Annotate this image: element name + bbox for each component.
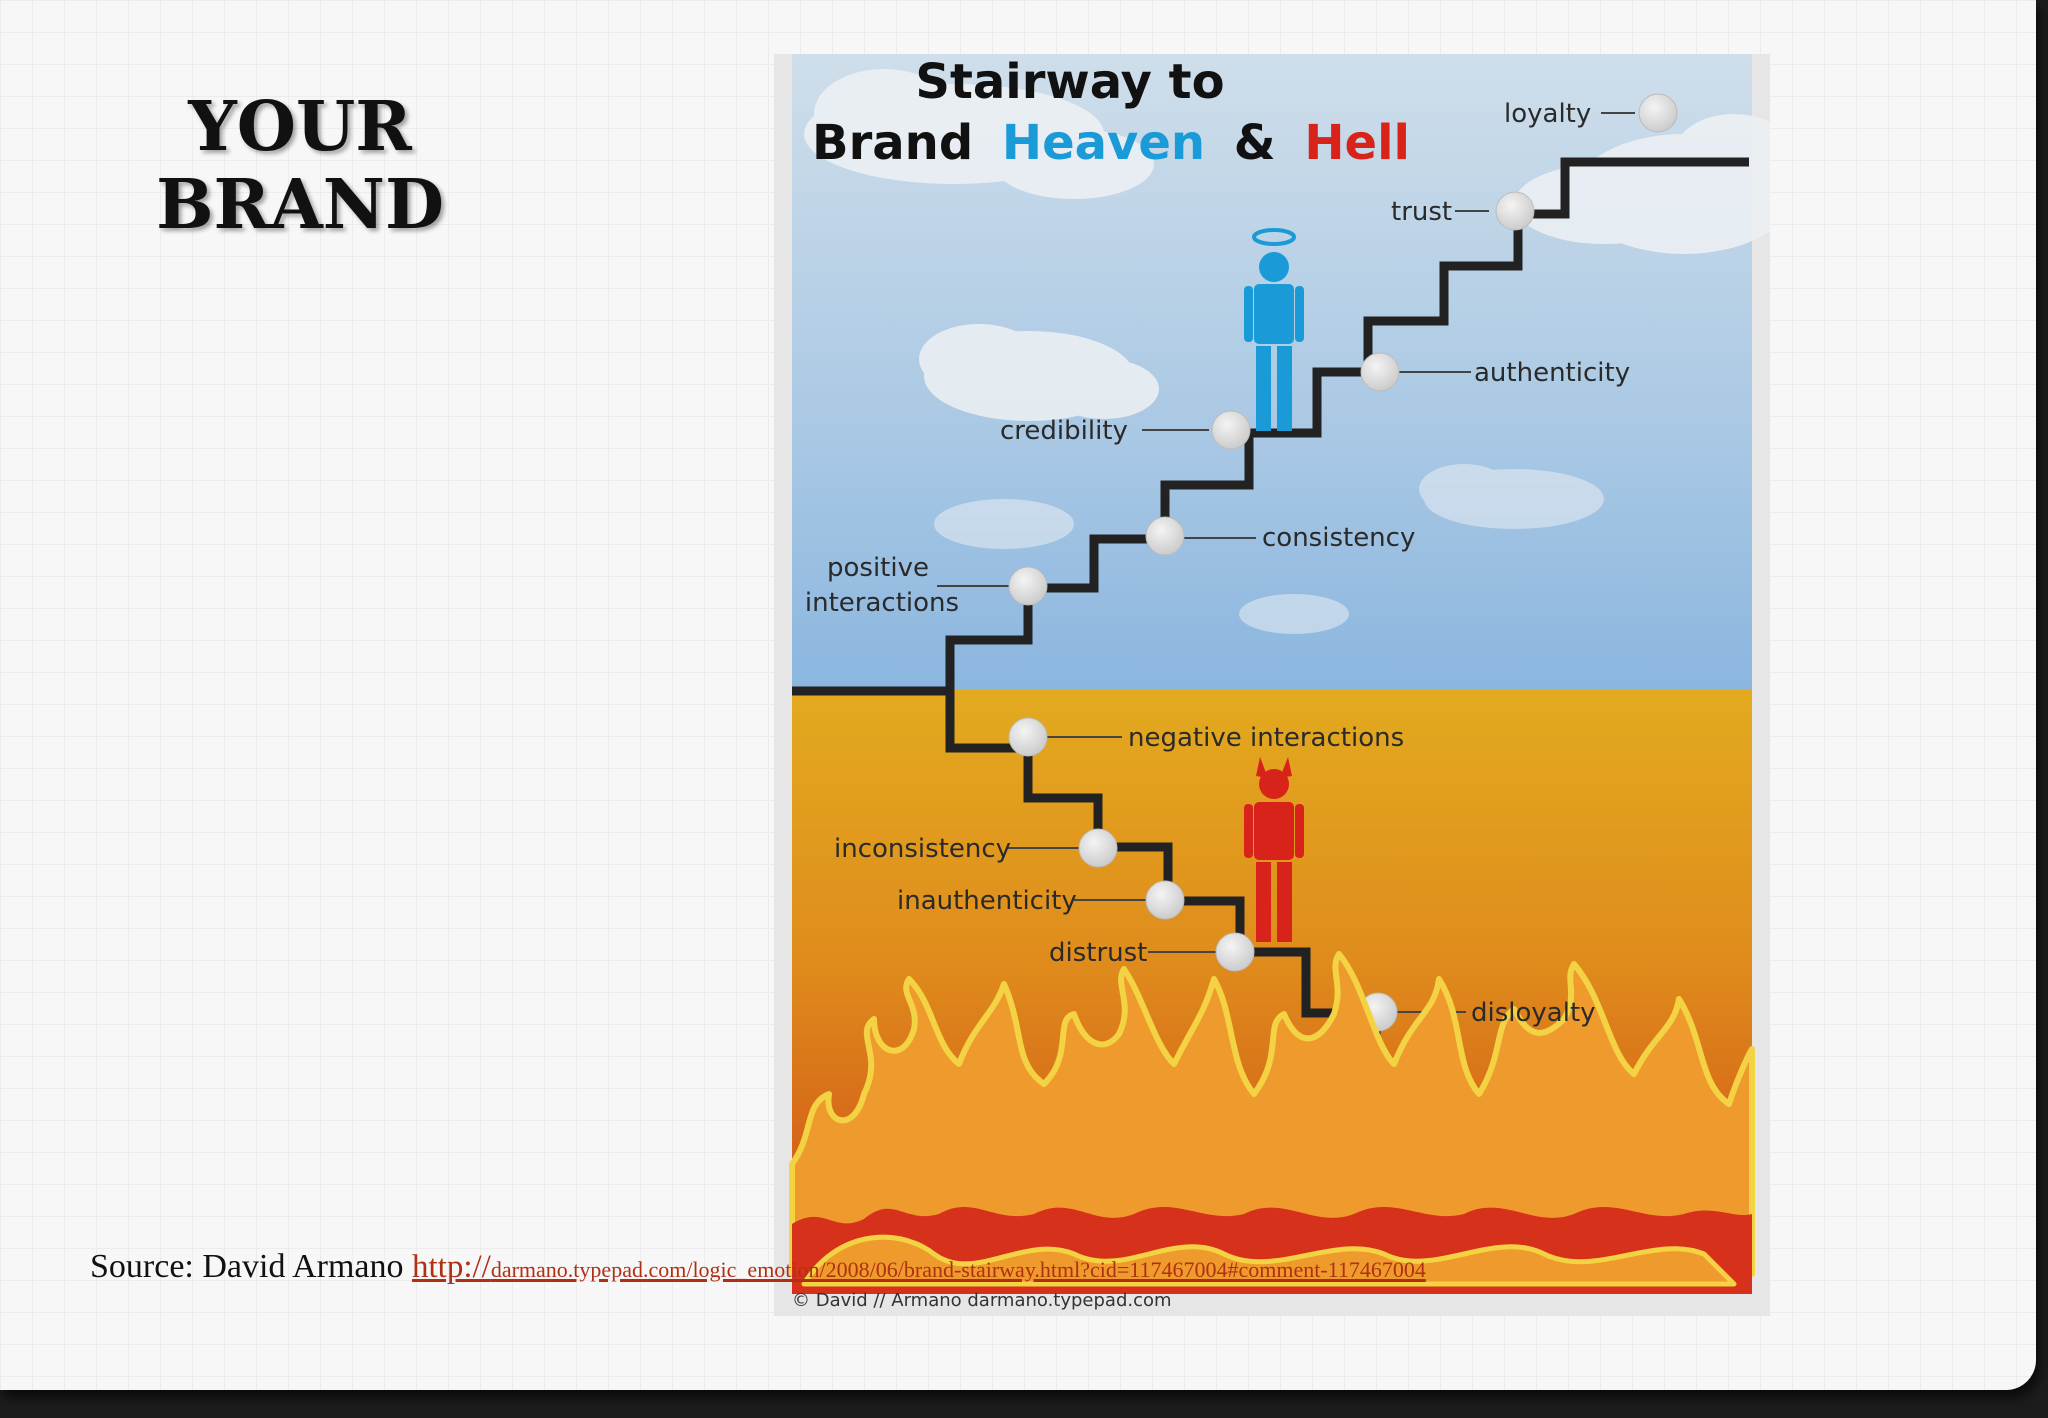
source-link-path: darmano.typepad.com/logic_emotion/2008/0… [491, 1257, 1426, 1282]
label-distrust: distrust [1049, 938, 1147, 968]
source-link[interactable]: http://darmano.typepad.com/logic_emotion… [412, 1248, 1426, 1285]
source-citation: Source: David Armano http://darmano.type… [90, 1248, 1426, 1286]
title-ampersand: & [1234, 115, 1276, 171]
label-consistency: consistency [1262, 523, 1415, 553]
source-prefix: Source: David Armano [90, 1248, 404, 1285]
label-positive-line-1: positive [827, 553, 929, 583]
node-positive-interactions [1009, 567, 1047, 605]
label-positive-line-2: interactions [805, 588, 959, 618]
slide-title: YOUR BRAND [140, 88, 460, 244]
title-heaven: Heaven [1002, 115, 1205, 171]
node-authenticity [1361, 353, 1399, 391]
label-inauthenticity: inauthenticity [897, 886, 1077, 916]
label-authenticity: authenticity [1474, 358, 1630, 388]
node-consistency [1146, 517, 1184, 555]
slide-title-line-2: BRAND [140, 166, 460, 244]
infographic-credit: © David // Armano darmano.typepad.com [792, 1290, 1172, 1311]
node-loyalty [1639, 94, 1677, 132]
label-credibility: credibility [1000, 416, 1128, 446]
node-inauthenticity [1146, 881, 1184, 919]
node-negative-interactions [1009, 718, 1047, 756]
node-distrust [1216, 933, 1254, 971]
label-loyalty: loyalty [1504, 99, 1591, 129]
node-credibility [1212, 411, 1250, 449]
slide: YOUR BRAND [0, 0, 2036, 1390]
label-negative-interactions: negative interactions [1128, 723, 1404, 753]
source-link-protocol: http:// [412, 1249, 491, 1285]
label-disloyalty: disloyalty [1471, 998, 1596, 1028]
title-brand: Brand [812, 115, 973, 171]
infographic-title-line-2: Brand Heaven & Hell [812, 115, 1410, 171]
stairway-infographic: Stairway to Brand Heaven & Hell positive… [774, 54, 1770, 1316]
node-trust [1496, 192, 1534, 230]
title-hell: Hell [1304, 115, 1410, 171]
label-trust: trust [1391, 197, 1452, 227]
infographic-title-line-1: Stairway to [915, 54, 1224, 110]
node-inconsistency [1079, 829, 1117, 867]
slide-title-line-1: YOUR [140, 88, 460, 166]
label-inconsistency: inconsistency [834, 834, 1011, 864]
